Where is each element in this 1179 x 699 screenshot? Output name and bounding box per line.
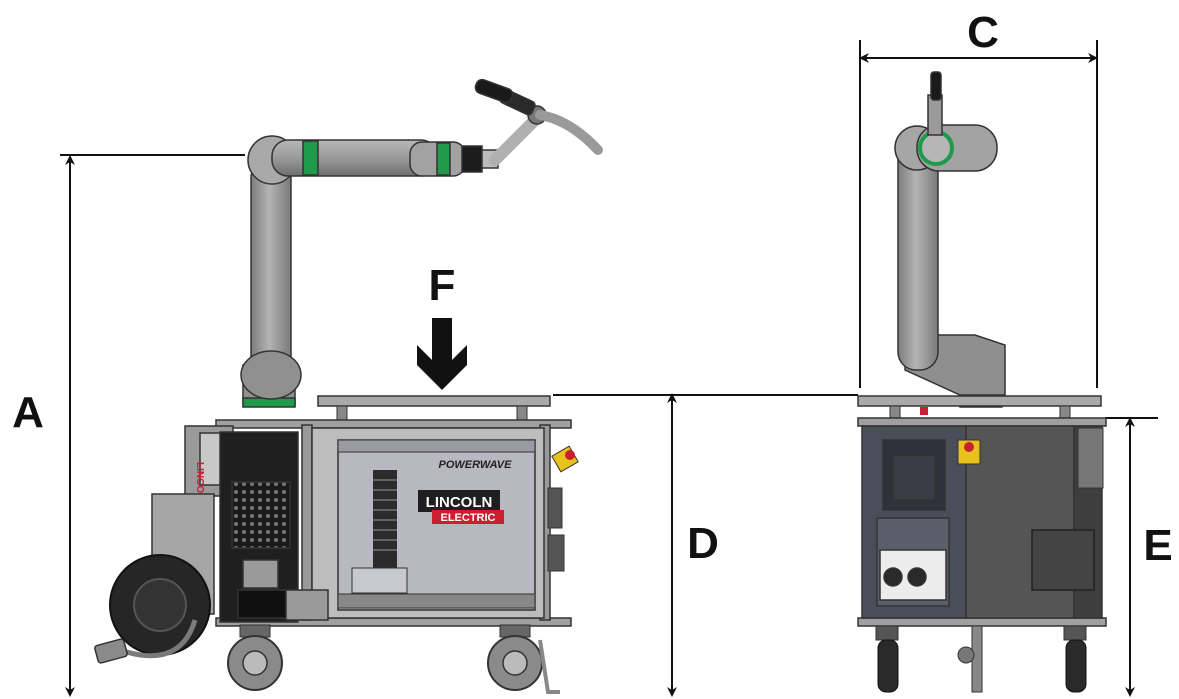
table-top-side bbox=[317, 395, 551, 407]
dimension-lines bbox=[60, 40, 1158, 697]
svg-text:LINCOLN: LINCOLN bbox=[426, 494, 493, 511]
robot-arm-front bbox=[894, 71, 1006, 408]
caster-side-right bbox=[487, 624, 560, 694]
side-view: POWERWAVE LINCOLN ELECTRIC LINCOLN bbox=[94, 78, 603, 694]
load-arrow-icon bbox=[417, 318, 467, 390]
caster-front-right bbox=[1063, 625, 1087, 693]
caster-side-left bbox=[227, 624, 283, 691]
caster-front-left bbox=[875, 625, 899, 693]
feeder-badge: LINCOLN bbox=[194, 462, 205, 506]
dim-label-d: D bbox=[687, 519, 719, 568]
svg-text:ELECTRIC: ELECTRIC bbox=[441, 512, 496, 524]
robot-arm-side bbox=[240, 78, 603, 408]
power-source: POWERWAVE LINCOLN ELECTRIC bbox=[337, 439, 536, 611]
table-top-front bbox=[857, 395, 1102, 407]
estop-side bbox=[551, 445, 579, 473]
dim-label-a: A bbox=[12, 388, 44, 437]
dim-label-f: F bbox=[429, 261, 456, 310]
caster-front-center bbox=[957, 625, 983, 693]
hose-reel bbox=[94, 554, 211, 664]
side-box-front bbox=[1031, 529, 1095, 591]
cart-frame-front bbox=[857, 417, 1107, 627]
dim-label-c: C bbox=[967, 8, 999, 57]
model-badge: POWERWAVE bbox=[439, 459, 513, 471]
dim-label-e: E bbox=[1143, 521, 1172, 570]
lincoln-electric-logo: LINCOLN ELECTRIC bbox=[418, 490, 504, 524]
front-view bbox=[857, 71, 1107, 693]
fume-extractor bbox=[219, 431, 299, 623]
estop-front bbox=[957, 439, 981, 465]
